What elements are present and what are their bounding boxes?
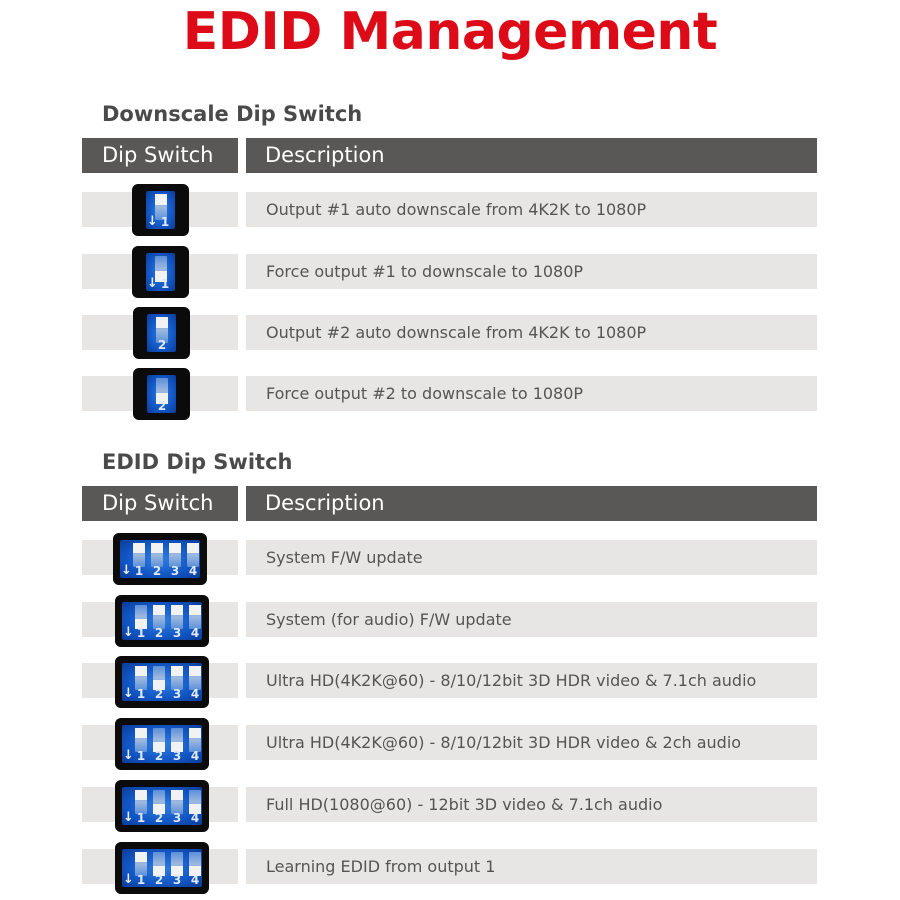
arrow-down-icon: ↓ — [123, 872, 134, 887]
switch-number-label: 2 — [154, 873, 164, 887]
switch-toggle — [153, 728, 165, 752]
switch-toggle — [189, 852, 201, 876]
arrow-down-icon: ↓ — [147, 214, 158, 229]
edid-row-description: Learning EDID from output 1 — [246, 849, 817, 884]
switch-toggle — [153, 852, 165, 876]
switch-number-label: 4 — [188, 564, 198, 578]
switch-number-label: 4 — [190, 811, 200, 825]
edid-row-description: Full HD(1080@60) - 12bit 3D video & 7.1c… — [246, 787, 817, 822]
switch-toggle — [135, 605, 147, 629]
switch-number-label: 1 — [136, 626, 146, 640]
arrow-down-icon: ↓ — [147, 276, 158, 291]
switch-number-label: 2 — [152, 564, 162, 578]
switch-number-label: 3 — [172, 873, 182, 887]
dip-switch-icon: ↓1 — [132, 246, 189, 298]
page-title: EDID Management — [182, 2, 718, 62]
switch-toggle — [135, 790, 147, 814]
switch-number-label: 4 — [190, 873, 200, 887]
switch-toggle — [171, 790, 183, 814]
arrow-down-icon: ↓ — [123, 810, 134, 825]
switch-toggle — [189, 666, 201, 690]
switch-toggle — [135, 666, 147, 690]
arrow-down-icon: ↓ — [123, 686, 134, 701]
switch-toggle — [135, 728, 147, 752]
switch-toggle — [153, 666, 165, 690]
switch-number-label: 3 — [170, 564, 180, 578]
downscale-row-description: Output #1 auto downscale from 4K2K to 10… — [246, 192, 817, 227]
switch-toggle — [151, 543, 163, 567]
switch-number-label: 1 — [136, 749, 146, 763]
switch-toggle — [155, 194, 167, 220]
switch-toggle — [135, 852, 147, 876]
dip-switch-icon: 2 — [133, 307, 190, 359]
switch-toggle — [169, 543, 181, 567]
switch-toggle — [189, 728, 201, 752]
downscale-row-description: Output #2 auto downscale from 4K2K to 10… — [246, 315, 817, 350]
switch-number-label: 4 — [190, 749, 200, 763]
switch-toggle — [189, 605, 201, 629]
switch-number-label: 3 — [172, 626, 182, 640]
switch-number-label: 1 — [136, 687, 146, 701]
switch-toggle — [171, 852, 183, 876]
switch-toggle — [153, 790, 165, 814]
dip-switch-icon: 2 — [133, 368, 190, 420]
edid-row-description: System F/W update — [246, 540, 817, 575]
switch-toggle — [189, 790, 201, 814]
switch-number-label: 2 — [154, 626, 164, 640]
switch-number-label: 1 — [160, 215, 170, 229]
switch-number-label: 3 — [172, 811, 182, 825]
switch-number-label: 2 — [157, 399, 167, 413]
arrow-down-icon: ↓ — [123, 625, 134, 640]
edid-header-description: Description — [246, 486, 817, 521]
edid-row-description: System (for audio) F/W update — [246, 602, 817, 637]
switch-toggle — [187, 543, 199, 567]
downscale-header-description: Description — [246, 138, 817, 173]
arrow-down-icon: ↓ — [121, 563, 132, 578]
switch-number-label: 2 — [154, 687, 164, 701]
downscale-row-description: Force output #1 to downscale to 1080P — [246, 254, 817, 289]
switch-number-label: 1 — [160, 277, 170, 291]
switch-number-label: 3 — [172, 749, 182, 763]
switch-number-label: 2 — [154, 749, 164, 763]
switch-number-label: 3 — [172, 687, 182, 701]
switch-number-label: 4 — [190, 687, 200, 701]
switch-toggle — [171, 666, 183, 690]
switch-toggle — [153, 605, 165, 629]
switch-number-label: 1 — [134, 564, 144, 578]
switch-number-label: 4 — [190, 626, 200, 640]
switch-number-label: 2 — [154, 811, 164, 825]
switch-toggle — [156, 317, 168, 343]
switch-toggle — [155, 256, 167, 282]
edid-row-description: Ultra HD(4K2K@60) - 8/10/12bit 3D HDR vi… — [246, 725, 817, 760]
switch-toggle — [156, 378, 168, 404]
switch-number-label: 1 — [136, 873, 146, 887]
arrow-down-icon: ↓ — [123, 748, 134, 763]
downscale-section-title: Downscale Dip Switch — [102, 102, 363, 126]
edid-section-title: EDID Dip Switch — [102, 450, 293, 474]
dip-switch-icon: ↓1 — [132, 184, 189, 236]
edid-row-description: Ultra HD(4K2K@60) - 8/10/12bit 3D HDR vi… — [246, 663, 817, 698]
switch-toggle — [133, 543, 145, 567]
switch-number-label: 1 — [136, 811, 146, 825]
downscale-row-description: Force output #2 to downscale to 1080P — [246, 376, 817, 411]
switch-toggle — [171, 605, 183, 629]
switch-toggle — [171, 728, 183, 752]
edid-header-dip-switch: Dip Switch — [82, 486, 238, 521]
downscale-header-dip-switch: Dip Switch — [82, 138, 238, 173]
switch-number-label: 2 — [157, 338, 167, 352]
